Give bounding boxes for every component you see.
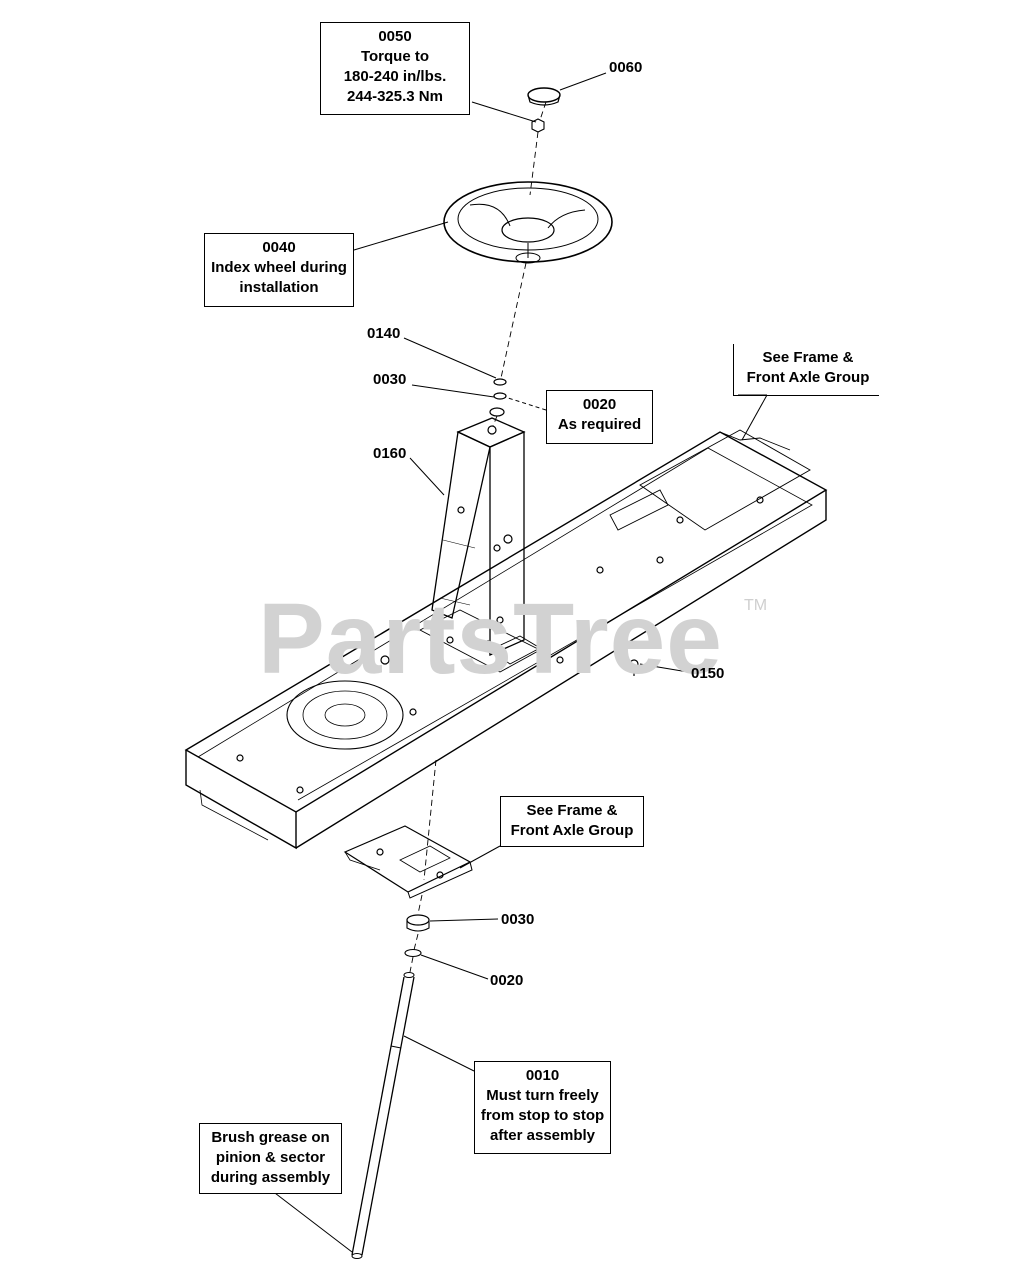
steering-column [431,417,526,656]
callout-number: 0020 [582,396,617,413]
label-0160: 0160 [373,445,407,462]
note-text-line: Brush grease on [211,1129,330,1146]
leader-lines [270,72,768,1253]
callout-number: 0040 [262,239,296,256]
callout-text-line: Must turn freely [486,1087,599,1104]
cap [527,87,561,106]
note-text-line: pinion & sector [215,1149,326,1166]
bolt-0150 [629,659,639,676]
note-see-frame-bottom: See Frame & Front Axle Group [500,796,644,847]
note-underline [733,395,879,396]
label-0060: 0060 [609,59,643,76]
callout-text-line: As required [557,416,642,433]
callout-text-line: from stop to stop [480,1107,605,1124]
note-text-line: See Frame & [762,349,854,366]
label-0030-top: 0030 [373,371,407,388]
callout-text-line: after assembly [489,1127,596,1144]
label-0030-bottom: 0030 [501,911,535,928]
lower-bracket [343,825,473,899]
frame-rail [184,429,828,850]
lower-bushing [406,914,430,932]
assembly-axis [409,101,547,973]
label-0150: 0150 [691,665,725,682]
callout-0010: 0010 Must turn freely from stop to stop … [474,1061,611,1154]
note-text-line: See Frame & [526,802,618,819]
callout-0040: 0040 Index wheel during installation [204,233,354,307]
note-text-line: Front Axle Group [510,822,634,839]
callout-text-line: 180-240 in/lbs. [343,68,447,85]
callout-text-line: Torque to [360,48,430,65]
bushing-0020 [489,407,505,417]
callout-number: 0010 [525,1067,560,1084]
note-text-line: during assembly [210,1169,331,1186]
label-0020-bottom: 0020 [490,972,524,989]
note-bracket [733,344,734,396]
steering-shaft [351,972,415,1259]
washer-0030 [493,392,507,400]
steering-wheel [443,181,613,264]
callout-text-line: 244-325.3 Nm [347,88,443,105]
callout-0050: 0050 Torque to 180-240 in/lbs. 244-325.3… [320,22,470,115]
washer-0140 [493,378,507,386]
callout-text-line: Index wheel during [211,259,347,276]
callout-text-line: installation [239,279,319,296]
callout-0020-top: 0020 As required [546,390,653,444]
callout-number: 0050 [378,28,412,45]
note-grease: Brush grease on pinion & sector during a… [199,1123,342,1194]
note-see-frame-top: See Frame & Front Axle Group [738,348,878,388]
watermark-trademark: TM [744,597,768,614]
label-0140: 0140 [367,325,401,342]
lower-washer [404,948,422,958]
nut [531,118,545,133]
note-text-line: Front Axle Group [746,369,870,386]
